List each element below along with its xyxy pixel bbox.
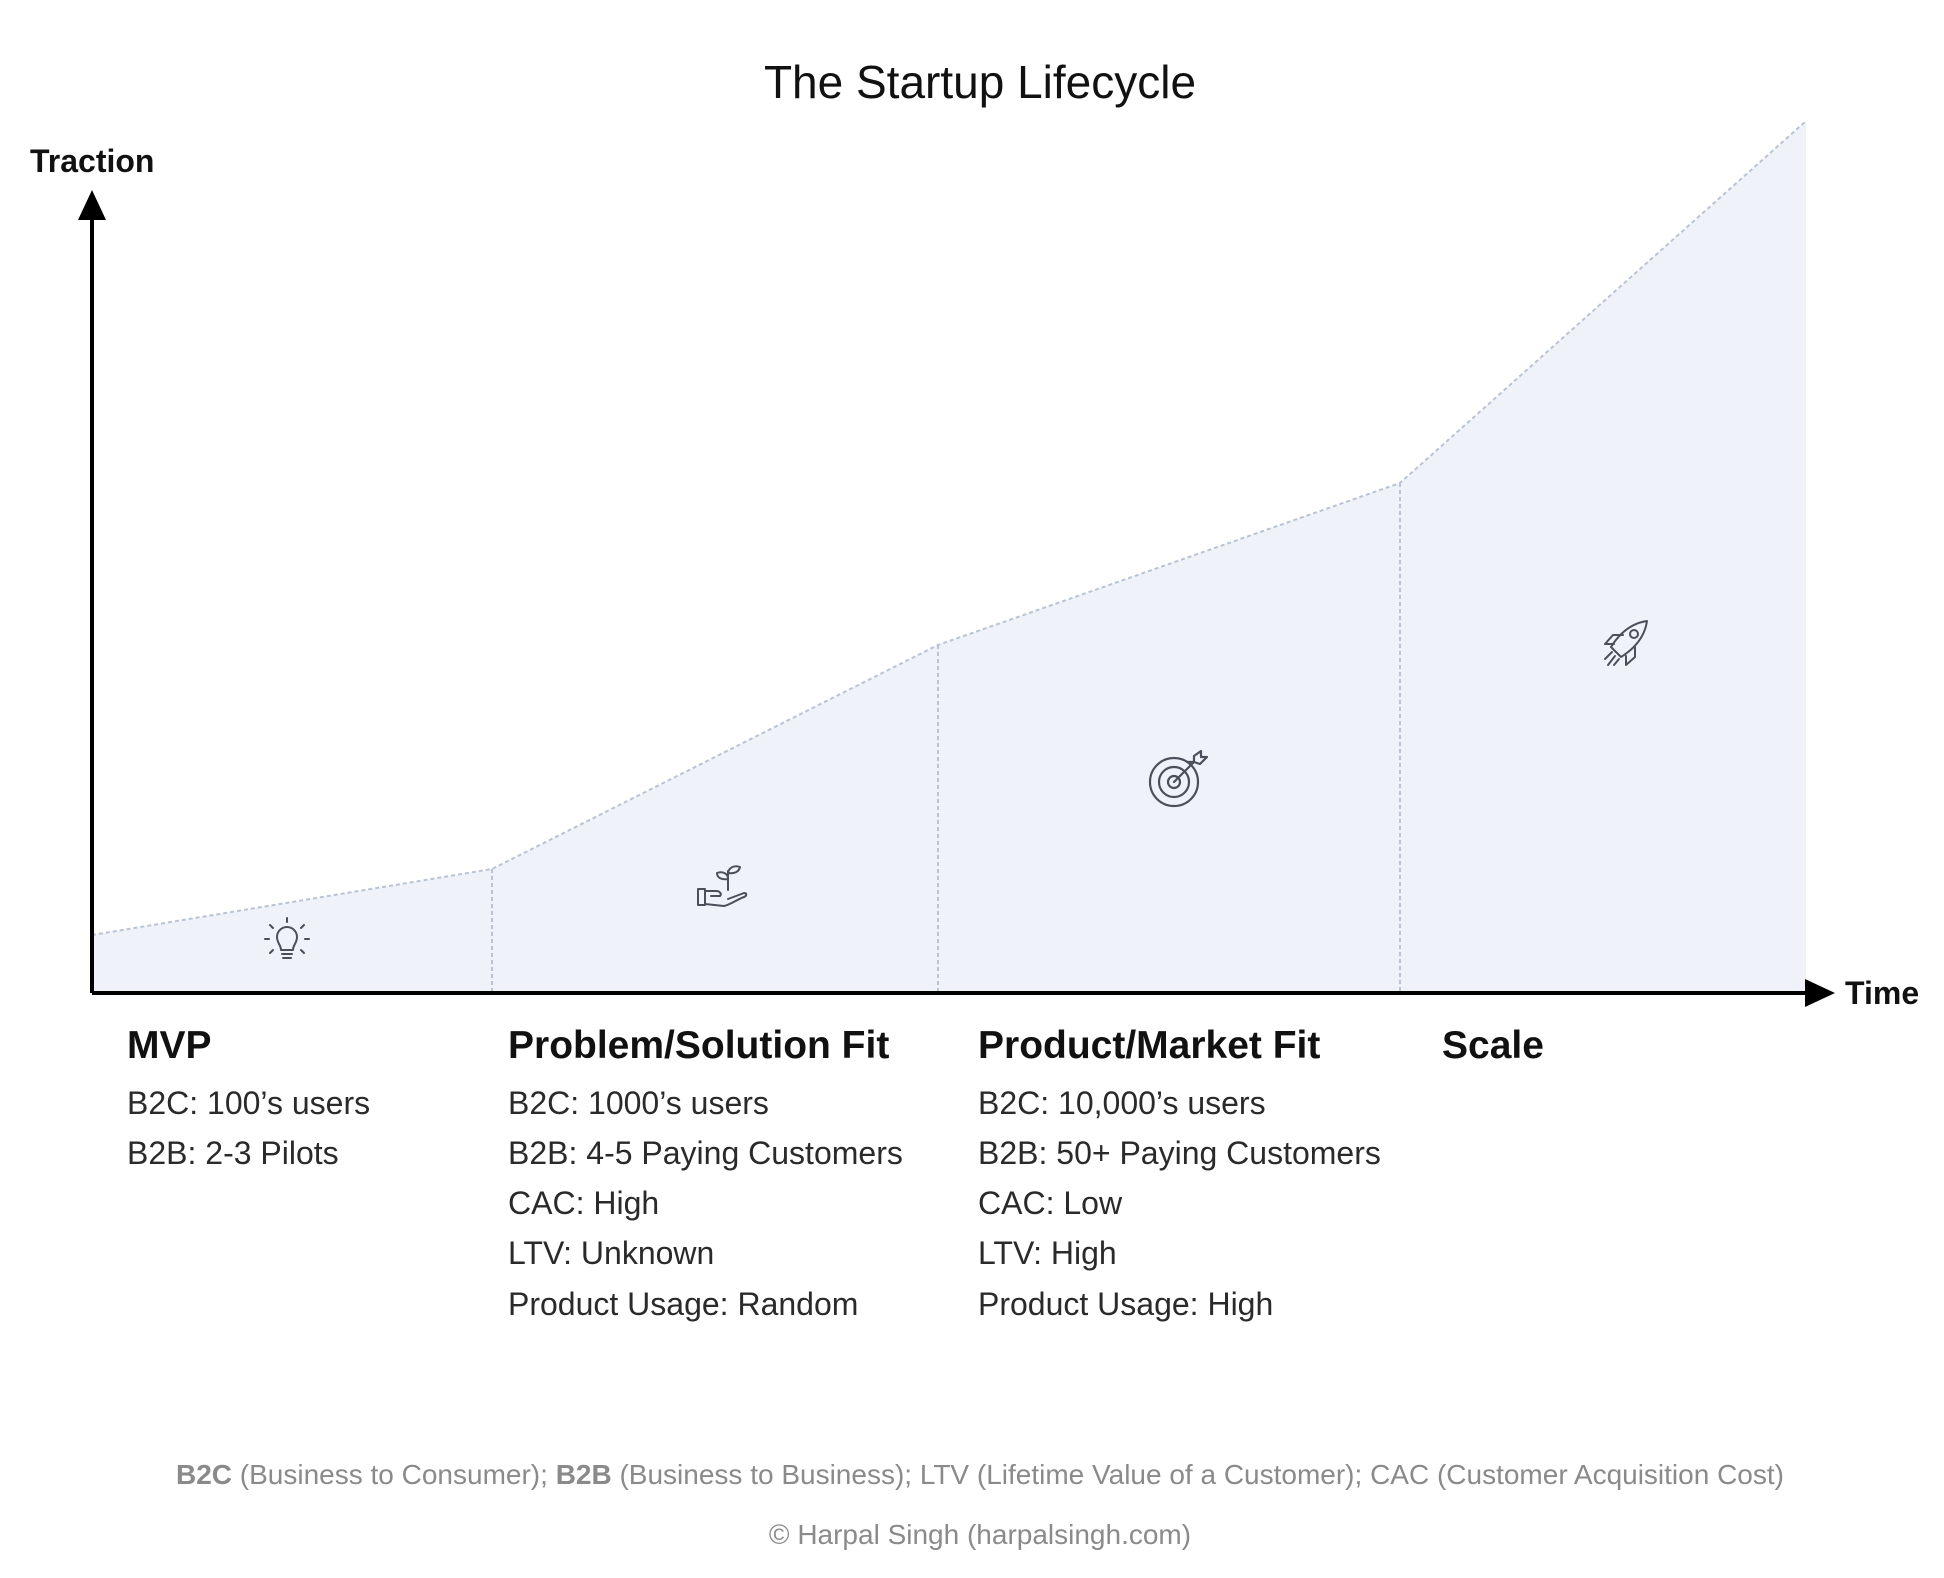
stage-detail: B2C: 1000’s users <box>508 1085 769 1121</box>
target-icon <box>1148 749 1209 808</box>
stage-product-market-fit: Product/Market Fit B2C: 10,000’s users B… <box>978 1024 1381 1322</box>
stage-scale: Scale <box>1442 1024 1544 1067</box>
stage-detail: B2C: 100’s users <box>127 1085 370 1121</box>
x-axis-label: Time <box>1845 975 1919 1011</box>
stage-detail: B2B: 50+ Paying Customers <box>978 1135 1381 1171</box>
stage-detail: Product Usage: High <box>978 1286 1273 1322</box>
footnote-abbr: B2C <box>176 1459 232 1490</box>
stage-detail: LTV: High <box>978 1235 1117 1271</box>
footnote-def: (Business to Consumer); <box>232 1459 556 1490</box>
abbreviations-footnote: B2C (Business to Consumer); B2B (Busines… <box>176 1459 1784 1490</box>
stage-detail: B2B: 4-5 Paying Customers <box>508 1135 903 1171</box>
stage-detail: B2C: 10,000’s users <box>978 1085 1266 1121</box>
footnote-abbr: B2B <box>556 1459 612 1490</box>
stage-problem-solution-fit: Problem/Solution Fit B2C: 1000’s users B… <box>508 1024 903 1322</box>
diagram-title: The Startup Lifecycle <box>764 56 1196 108</box>
credit-line: © Harpal Singh (harpalsingh.com) <box>769 1519 1191 1550</box>
footnote-def: (Business to Business); LTV (Lifetime Va… <box>612 1459 1784 1490</box>
stage-title: Problem/Solution Fit <box>508 1024 889 1067</box>
stage-mvp: MVP B2C: 100’s users B2B: 2-3 Pilots <box>127 1024 370 1171</box>
rocket-icon <box>1604 620 1648 666</box>
stage-detail: LTV: Unknown <box>508 1235 714 1271</box>
stage-detail: CAC: High <box>508 1185 659 1221</box>
y-axis-label: Traction <box>30 143 154 179</box>
seedling-hand-icon <box>697 865 748 907</box>
y-axis-arrow <box>78 190 106 220</box>
stage-detail: Product Usage: Random <box>508 1286 858 1322</box>
stage-title: MVP <box>127 1024 212 1067</box>
x-axis-arrow <box>1805 979 1835 1007</box>
stage-title: Scale <box>1442 1024 1544 1067</box>
stage-detail: CAC: Low <box>978 1185 1123 1221</box>
lightbulb-icon <box>264 917 310 959</box>
stage-detail: B2B: 2-3 Pilots <box>127 1135 339 1171</box>
traction-area <box>92 121 1806 993</box>
stage-title: Product/Market Fit <box>978 1024 1320 1067</box>
